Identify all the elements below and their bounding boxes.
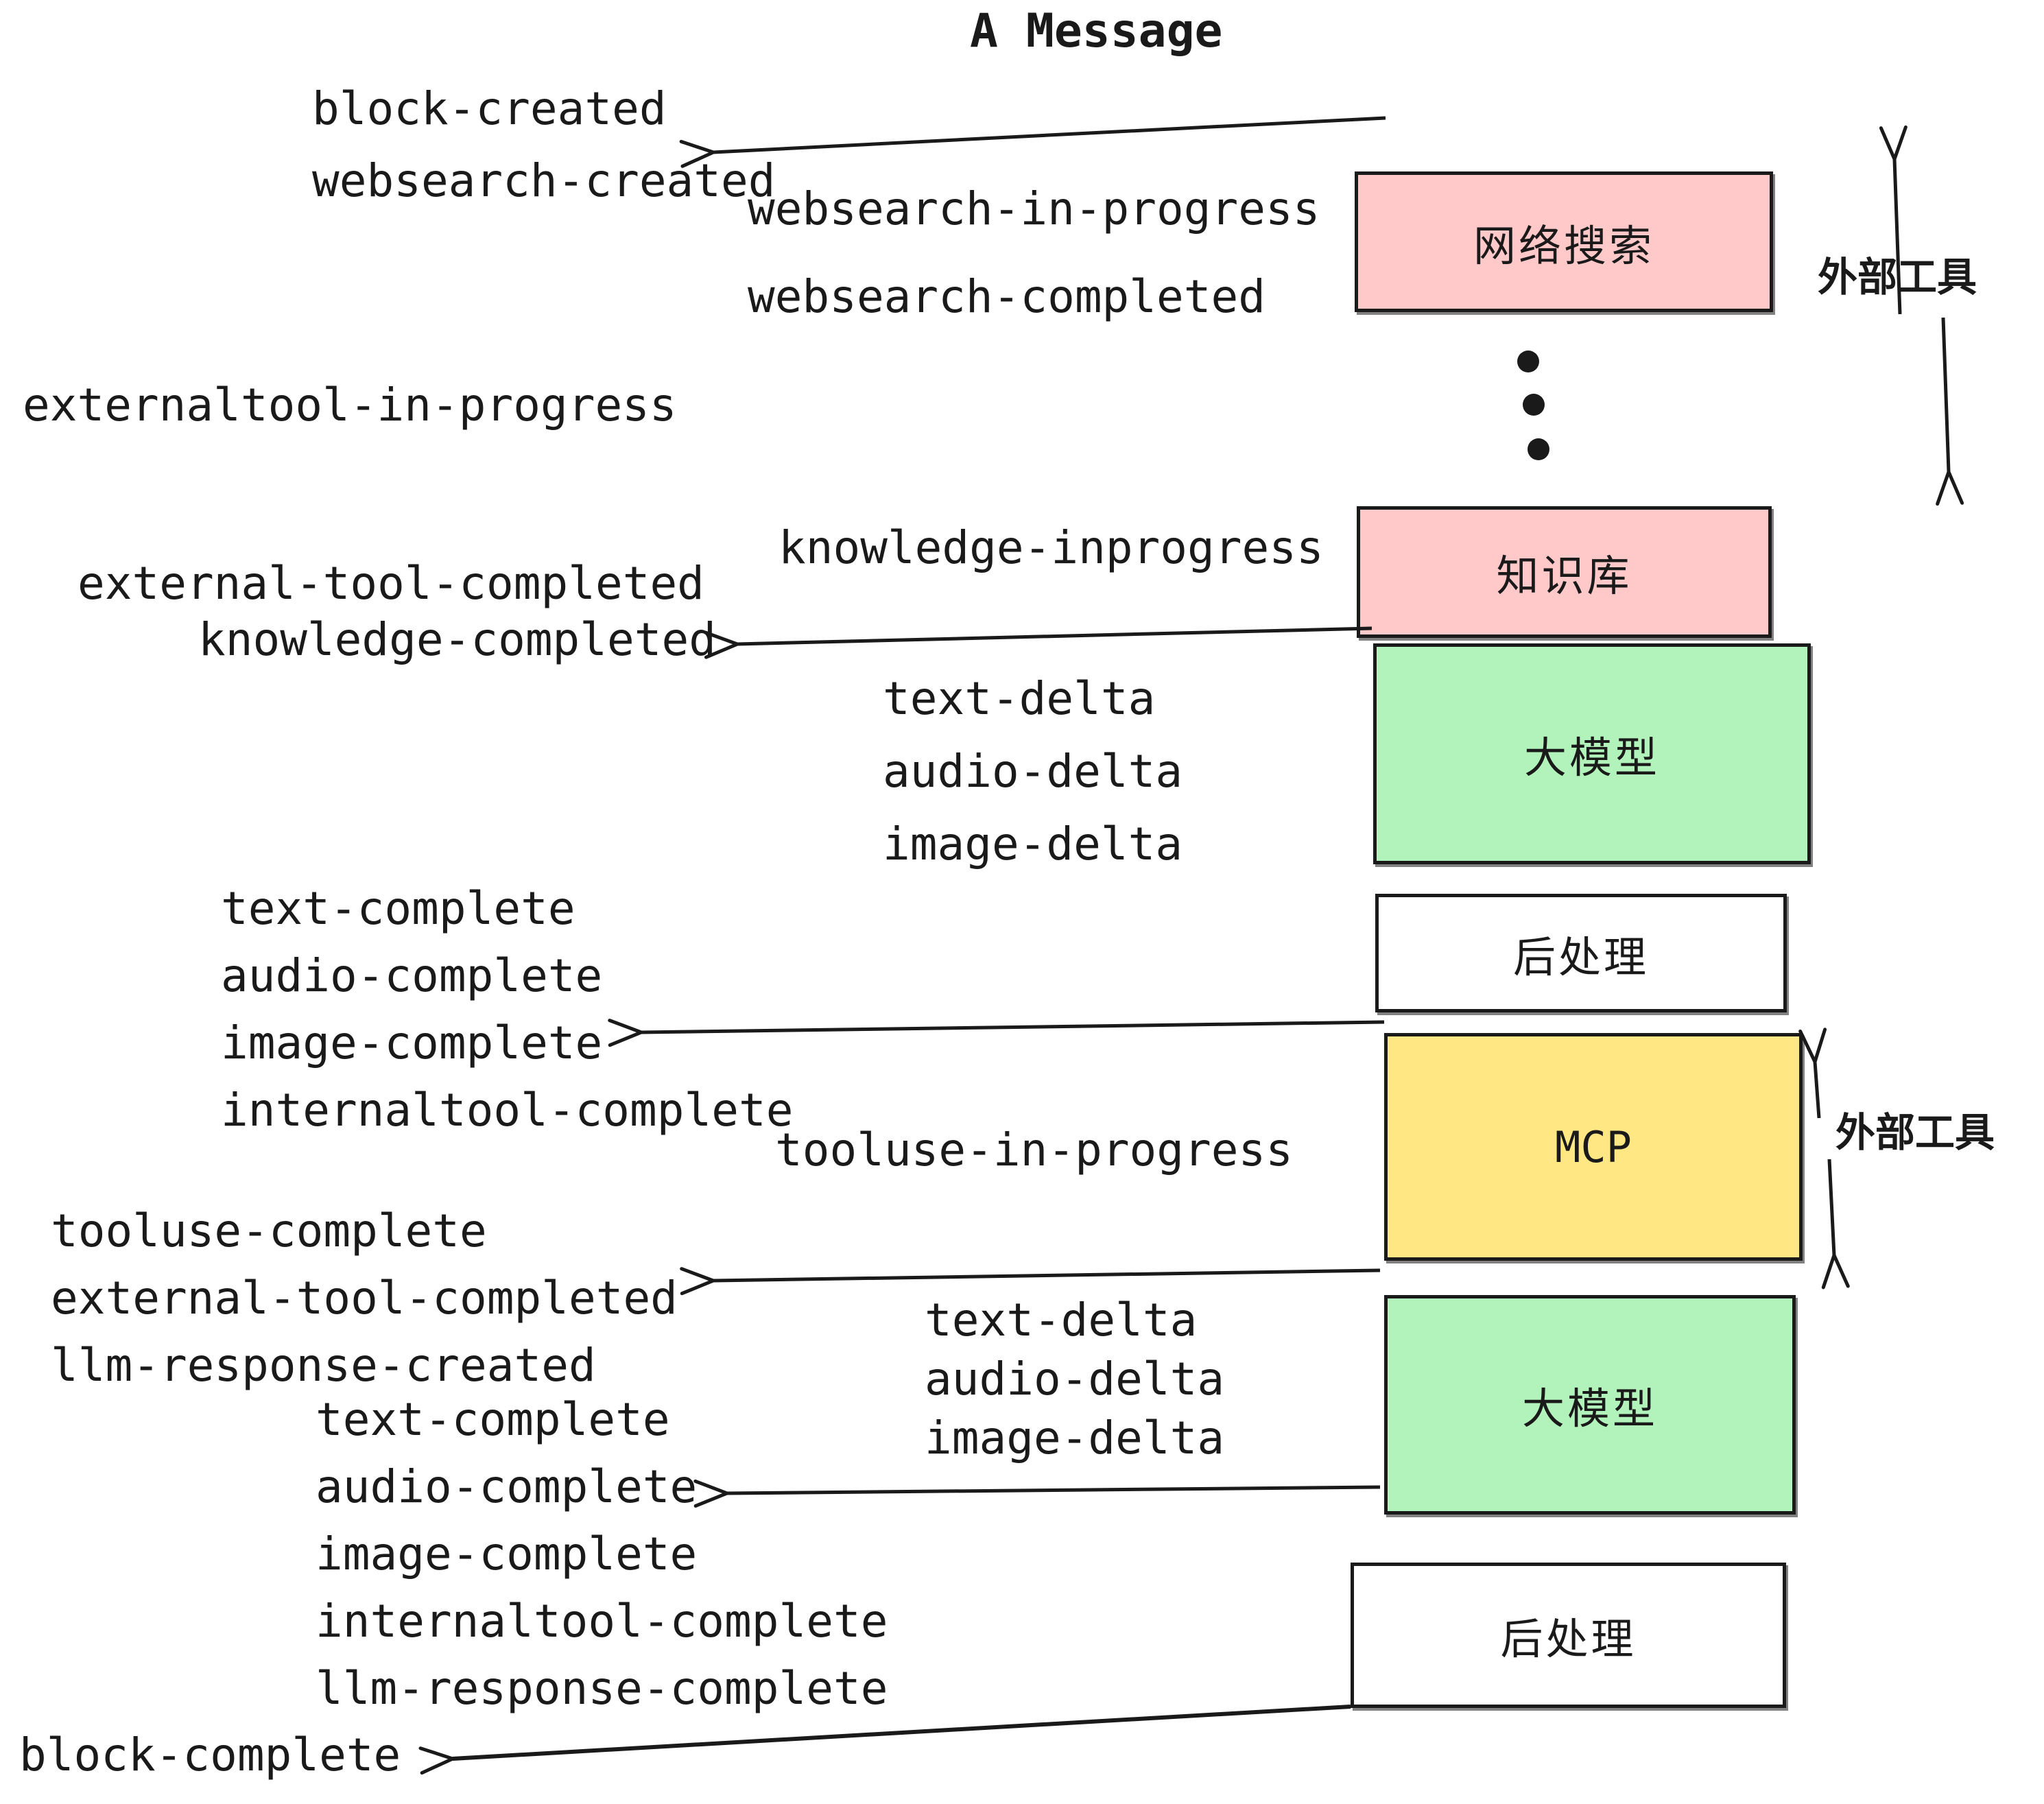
event-label-llm-response-created: llm-response-created [51,1339,596,1392]
event-label-websearch-completed: websearch-completed [748,270,1265,323]
ellipsis-dots [1517,351,1549,460]
stage-box-websearch-label: 网络搜索 [1473,220,1654,271]
arrow-to-websearch-created [713,116,1386,152]
event-label-externaltool-in-progress: externaltool-in-progress [23,379,677,431]
event-label-audio-complete-1: audio-complete [221,949,603,1002]
event-label-audio-delta-2: audio-delta [925,1353,1225,1405]
event-label-internaltool-complete-2: internaltool-complete [316,1595,888,1648]
event-label-external-tool-completed: external-tool-completed [78,557,704,610]
event-label-external-tool-completed-2: external-tool-completed [51,1272,678,1325]
event-label-image-complete-1: image-complete [221,1017,603,1069]
arrow-to-tooluse-complete [713,1270,1381,1281]
arrow-to-image-complete [641,1022,1385,1032]
event-label-image-delta-2: image-delta [925,1412,1225,1464]
event-label-knowledge-completed: knowledge-completed [198,613,716,666]
stage-box-postprocess-1: 后处理 [1375,894,1787,1012]
event-label-text-delta-1: text-delta [883,672,1156,725]
stage-box-mcp: MCP [1384,1033,1803,1261]
arrow-external-tools-mcp-up [1815,1062,1819,1119]
arrow-external-tools-mcp-down [1829,1159,1834,1255]
stage-box-mcp-label: MCP [1555,1121,1632,1172]
arrow-to-audio-complete [727,1487,1381,1493]
event-label-text-complete-1: text-complete [221,882,575,935]
stage-box-websearch: 网络搜索 [1355,171,1773,312]
diagram-title: A Message [970,4,1223,58]
event-label-audio-complete-2: audio-complete [316,1460,698,1513]
event-label-block-created: block-created [312,82,667,135]
stage-box-postprocess-1-label: 后处理 [1512,931,1649,982]
event-label-internaltool-complete-1: internaltool-complete [221,1084,794,1137]
event-label-image-complete-2: image-complete [316,1528,698,1580]
event-label-audio-delta-1: audio-delta [883,745,1183,798]
arrow-external-tools-top-down [1943,317,1949,472]
stage-box-postprocess-2-label: 后处理 [1500,1614,1637,1664]
stage-box-llm-1-label: 大模型 [1523,733,1660,783]
event-label-tooluse-in-progress: tooluse-in-progress [775,1124,1293,1176]
event-label-text-delta-2: text-delta [925,1294,1198,1346]
stage-box-postprocess-2: 后处理 [1351,1563,1786,1708]
annotation-external-tools-top: 外部工具 [1818,254,1977,300]
arrow-to-knowledge-completed [737,626,1372,644]
stage-box-llm-2-label: 大模型 [1521,1384,1658,1434]
event-label-tooluse-complete: tooluse-complete [51,1204,487,1257]
event-label-knowledge-inprogress: knowledge-inprogress [779,521,1324,574]
stage-box-knowledge-label: 知识库 [1496,551,1632,601]
event-label-block-complete: block-complete [19,1729,401,1781]
event-label-websearch-created: websearch-created [312,154,776,207]
stage-box-knowledge: 知识库 [1357,506,1772,638]
annotation-external-tools-mcp: 外部工具 [1835,1109,1995,1156]
event-label-image-delta-1: image-delta [883,818,1183,870]
stage-box-llm-2: 大模型 [1384,1295,1796,1515]
event-label-text-complete-2: text-complete [316,1393,670,1446]
event-label-websearch-in-progress: websearch-in-progress [748,182,1320,235]
event-label-llm-response-complete: llm-response-complete [316,1662,888,1715]
stage-box-llm-1: 大模型 [1373,643,1811,864]
